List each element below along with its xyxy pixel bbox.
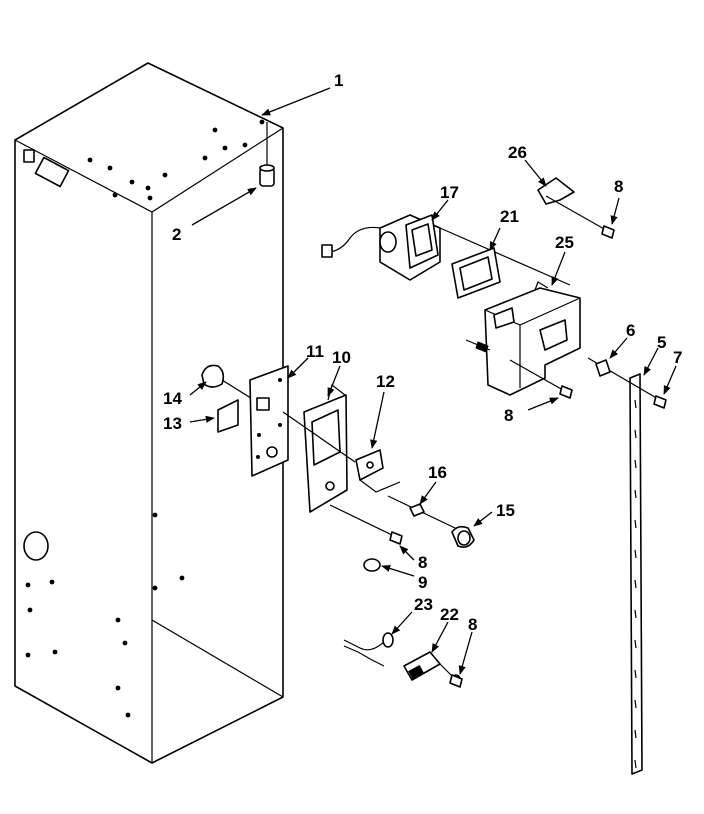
button-plug xyxy=(363,558,381,572)
callout-8-top: 8 xyxy=(614,177,623,196)
callout-1: 1 xyxy=(334,71,343,90)
callout-9: 9 xyxy=(418,573,427,592)
top-hinge-bracket xyxy=(259,122,275,187)
control-mounting-plate xyxy=(249,365,289,477)
ladder-slots xyxy=(634,399,637,769)
callout-15: 15 xyxy=(496,501,515,520)
callout-12: 12 xyxy=(376,372,395,391)
cabinet-liner xyxy=(14,62,284,764)
control-label xyxy=(217,399,239,433)
callout-25: 25 xyxy=(555,233,574,252)
callout-7: 7 xyxy=(673,348,682,367)
callout-17: 17 xyxy=(440,183,459,202)
callout-6: 6 xyxy=(626,321,635,340)
switch-plate xyxy=(355,449,401,493)
callout-8-duct: 8 xyxy=(504,406,513,425)
switch-wire-harness xyxy=(343,632,394,667)
callout-labels: 1 2 17 21 25 26 8 6 5 7 8 11 10 12 14 13… xyxy=(163,71,682,634)
screw-duct xyxy=(509,359,573,399)
callout-2: 2 xyxy=(172,225,181,244)
thermostat-bracket xyxy=(282,383,356,513)
air-duct-cover xyxy=(465,281,581,396)
leader-lines xyxy=(189,87,677,675)
callout-13: 13 xyxy=(163,414,182,433)
ladder-screw xyxy=(653,395,667,409)
air-duct-gasket xyxy=(451,247,501,299)
callout-14: 14 xyxy=(163,389,182,408)
callout-5: 5 xyxy=(657,333,666,352)
light-socket-clip xyxy=(387,495,456,529)
callout-26: 26 xyxy=(508,143,527,162)
callout-23: 23 xyxy=(414,595,433,614)
screw-switch xyxy=(449,674,463,688)
cabinet-holes xyxy=(25,119,273,718)
callout-8-bracket: 8 xyxy=(418,553,427,572)
callout-10: 10 xyxy=(332,348,351,367)
callout-8-switch: 8 xyxy=(468,615,477,634)
light-socket xyxy=(451,525,475,548)
callout-11: 11 xyxy=(306,342,324,361)
callout-21: 21 xyxy=(500,207,519,226)
shelf-ladder-rail xyxy=(587,357,661,775)
callout-16: 16 xyxy=(428,463,447,482)
duct-clip xyxy=(537,177,615,239)
thermostat-housing xyxy=(321,214,571,286)
callout-22: 22 xyxy=(440,605,459,624)
screw-bracket xyxy=(329,504,403,545)
ladder-spacer xyxy=(595,359,611,377)
